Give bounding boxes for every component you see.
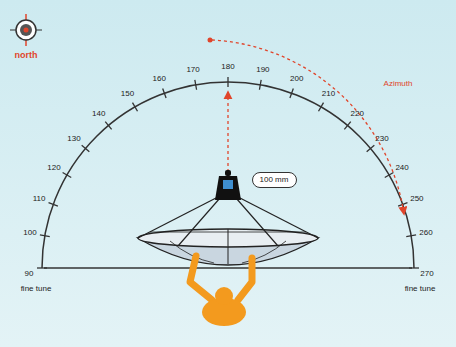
scale-number: 230 — [375, 135, 388, 143]
scale-number: 90 — [25, 270, 34, 278]
satellite-dish — [138, 170, 318, 265]
tick — [367, 145, 375, 151]
scale-number: 150 — [121, 90, 134, 98]
compass-icon — [10, 14, 42, 46]
tick — [163, 89, 166, 98]
tick — [82, 145, 90, 151]
fine-tune-note: fine tune — [405, 285, 436, 293]
tick — [290, 89, 293, 98]
tick — [409, 267, 419, 268]
scale-number: 180 — [221, 63, 234, 71]
scale-number: 130 — [67, 135, 80, 143]
scale-number: 210 — [322, 90, 335, 98]
scale-number: 120 — [47, 164, 60, 172]
baseline — [44, 267, 412, 269]
tick — [133, 103, 138, 112]
scale-number: 270 — [420, 270, 433, 278]
scale-number: 140 — [92, 110, 105, 118]
tick — [40, 235, 50, 237]
scale-number: 160 — [153, 75, 166, 83]
person — [190, 256, 252, 326]
tick — [406, 235, 416, 237]
tick — [63, 173, 72, 178]
tick — [319, 103, 324, 112]
scale-number: 260 — [419, 229, 432, 237]
scale-number: 100 — [23, 229, 36, 237]
dimension-text: 100 mm — [260, 176, 289, 184]
scale-number: 110 — [33, 195, 46, 203]
scale-number: 240 — [395, 164, 408, 172]
scale-arc — [42, 82, 414, 268]
tick — [344, 122, 350, 130]
scale-number: 200 — [290, 75, 303, 83]
azimuth-arrow — [212, 40, 404, 214]
tick — [195, 80, 197, 90]
scale-number: 170 — [186, 66, 199, 74]
scale-number: 250 — [410, 195, 423, 203]
scale-ticks — [37, 77, 419, 268]
tick — [49, 203, 58, 206]
tick — [227, 77, 228, 87]
tick — [105, 122, 111, 130]
azimuth-label: Azimuth — [384, 80, 413, 88]
scale-number: 220 — [351, 110, 364, 118]
tick — [385, 173, 394, 178]
azimuth-start-dot — [208, 38, 213, 43]
fine-tune-note: fine tune — [21, 285, 52, 293]
pointing-line — [227, 92, 228, 172]
tick — [259, 80, 261, 90]
dimension-box: 100 mm — [252, 172, 297, 188]
compass-label: north — [15, 51, 38, 60]
tick — [37, 267, 47, 268]
scale-number: 190 — [256, 66, 269, 74]
